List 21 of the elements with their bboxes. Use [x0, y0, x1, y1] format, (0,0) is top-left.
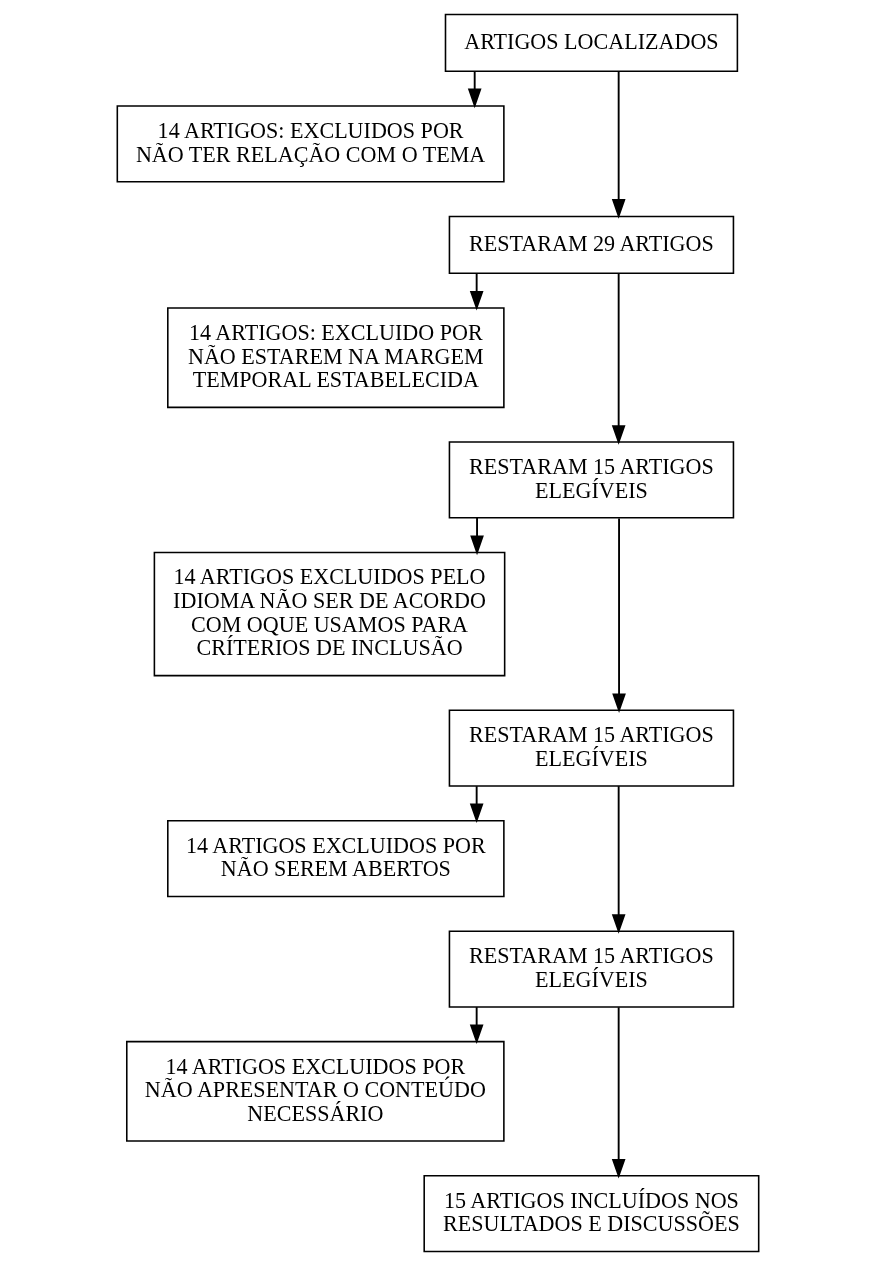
- arrow: [611, 785, 625, 934]
- node-box: ARTIGOS LOCALIZADOS: [444, 13, 738, 73]
- node-box: 14 ARTIGOS EXCLUIDOS PELO IDIOMA NÃO SER DE ACORDO COM OQUE USAMOS PARA CRÍTERIOS DE INCLUSÃO: [153, 551, 505, 677]
- arrow: [469, 517, 484, 556]
- node-box: RESTARAM 15 ARTIGOS ELEGÍVEIS: [448, 709, 734, 787]
- arrow: [611, 1006, 625, 1179]
- arrow: [469, 1006, 483, 1045]
- node-box: 14 ARTIGOS: EXCLUIDO POR NÃO ESTAREM NA MARGEM TEMPORAL ESTABELECIDA: [166, 307, 505, 409]
- arrow: [469, 785, 483, 824]
- node-box: RESTARAM 15 ARTIGOS ELEGÍVEIS: [448, 441, 734, 519]
- node-box: RESTARAM 15 ARTIGOS ELEGÍVEIS: [448, 930, 734, 1008]
- arrow: [611, 272, 625, 445]
- node-box: 14 ARTIGOS: EXCLUIDOS POR NÃO TER RELAÇÃO COM O TEMA: [116, 105, 505, 183]
- arrow: [469, 272, 483, 311]
- node-box: 14 ARTIGOS EXCLUIDOS POR NÃO APRESENTAR O CONTEÚDO NECESSÁRIO: [125, 1040, 505, 1142]
- arrow: [611, 70, 625, 219]
- node-box: 14 ARTIGOS EXCLUIDOS POR NÃO SEREM ABERTOS: [166, 819, 505, 898]
- node-box: 15 ARTIGOS INCLUÍDOS NOS RESULTADOS E DISCUSSÕES: [422, 1174, 759, 1253]
- node-box: RESTARAM 29 ARTIGOS: [448, 215, 734, 275]
- arrow: [611, 517, 626, 714]
- arrow: [467, 70, 482, 109]
